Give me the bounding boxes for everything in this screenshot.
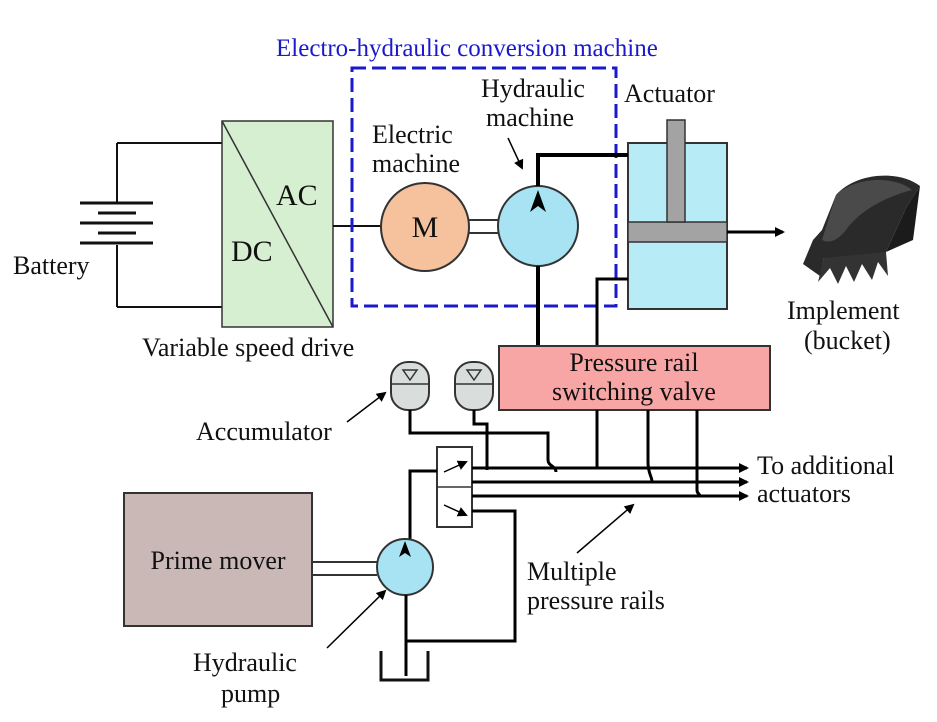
- hydraulic-machine-label-line2: machine: [486, 103, 574, 132]
- pump-arrow-icon: [399, 541, 411, 557]
- conversion-machine-frame: [350, 66, 618, 308]
- pressure-rail-switching-valve: [498, 345, 771, 411]
- tank: [379, 651, 430, 682]
- to-additional-label-line2: actuators: [757, 479, 851, 508]
- prime-mover-label: Prime mover: [150, 546, 285, 575]
- variable-speed-drive: [221, 120, 334, 328]
- to-additional-label-line1: To additional: [757, 451, 895, 480]
- conversion-machine-label: Electro-hydraulic conversion machine: [276, 35, 658, 62]
- return-line: [406, 509, 517, 643]
- variable-speed-drive-label: Variable speed drive: [142, 333, 354, 362]
- multiple-rails-label-line2: pressure rails: [527, 586, 665, 615]
- electric-motor: [380, 182, 470, 272]
- battery: [80, 142, 222, 308]
- actuator-cylinder: [627, 119, 728, 310]
- hydraulic-machine-pointer: [507, 137, 524, 170]
- prime-mover: [123, 492, 313, 627]
- accumulator-2: [454, 361, 494, 411]
- motor-symbol: M: [412, 211, 439, 244]
- valve-label-line1: Pressure rail: [569, 348, 698, 377]
- electric-machine-label-line2: machine: [372, 149, 460, 178]
- hydraulic-pump-label-line1: Hydraulic: [193, 648, 297, 677]
- excavator-bucket-icon: [803, 175, 920, 284]
- accumulator-1: [390, 361, 430, 411]
- pump-direction-icon: [530, 190, 546, 212]
- valve-label-line2: switching valve: [552, 377, 716, 406]
- implement-label-line2: (bucket): [804, 326, 891, 355]
- check-valve-block: [436, 446, 473, 528]
- implement-label-line1: Implement: [787, 296, 900, 325]
- accumulator-label: Accumulator: [196, 417, 332, 446]
- line-machine-to-actuator-top: [536, 153, 628, 186]
- actuator-label: Actuator: [624, 79, 715, 108]
- hydraulic-machine-label-line1: Hydraulic: [481, 74, 585, 103]
- ac-label: AC: [276, 179, 318, 212]
- hydraulic-pump-label-line2: pump: [221, 679, 280, 708]
- electric-machine-label-line1: Electric: [372, 120, 453, 149]
- multiple-rails-label-line1: Multiple: [527, 557, 617, 586]
- battery-label: Battery: [13, 251, 90, 280]
- dc-label: DC: [231, 235, 273, 268]
